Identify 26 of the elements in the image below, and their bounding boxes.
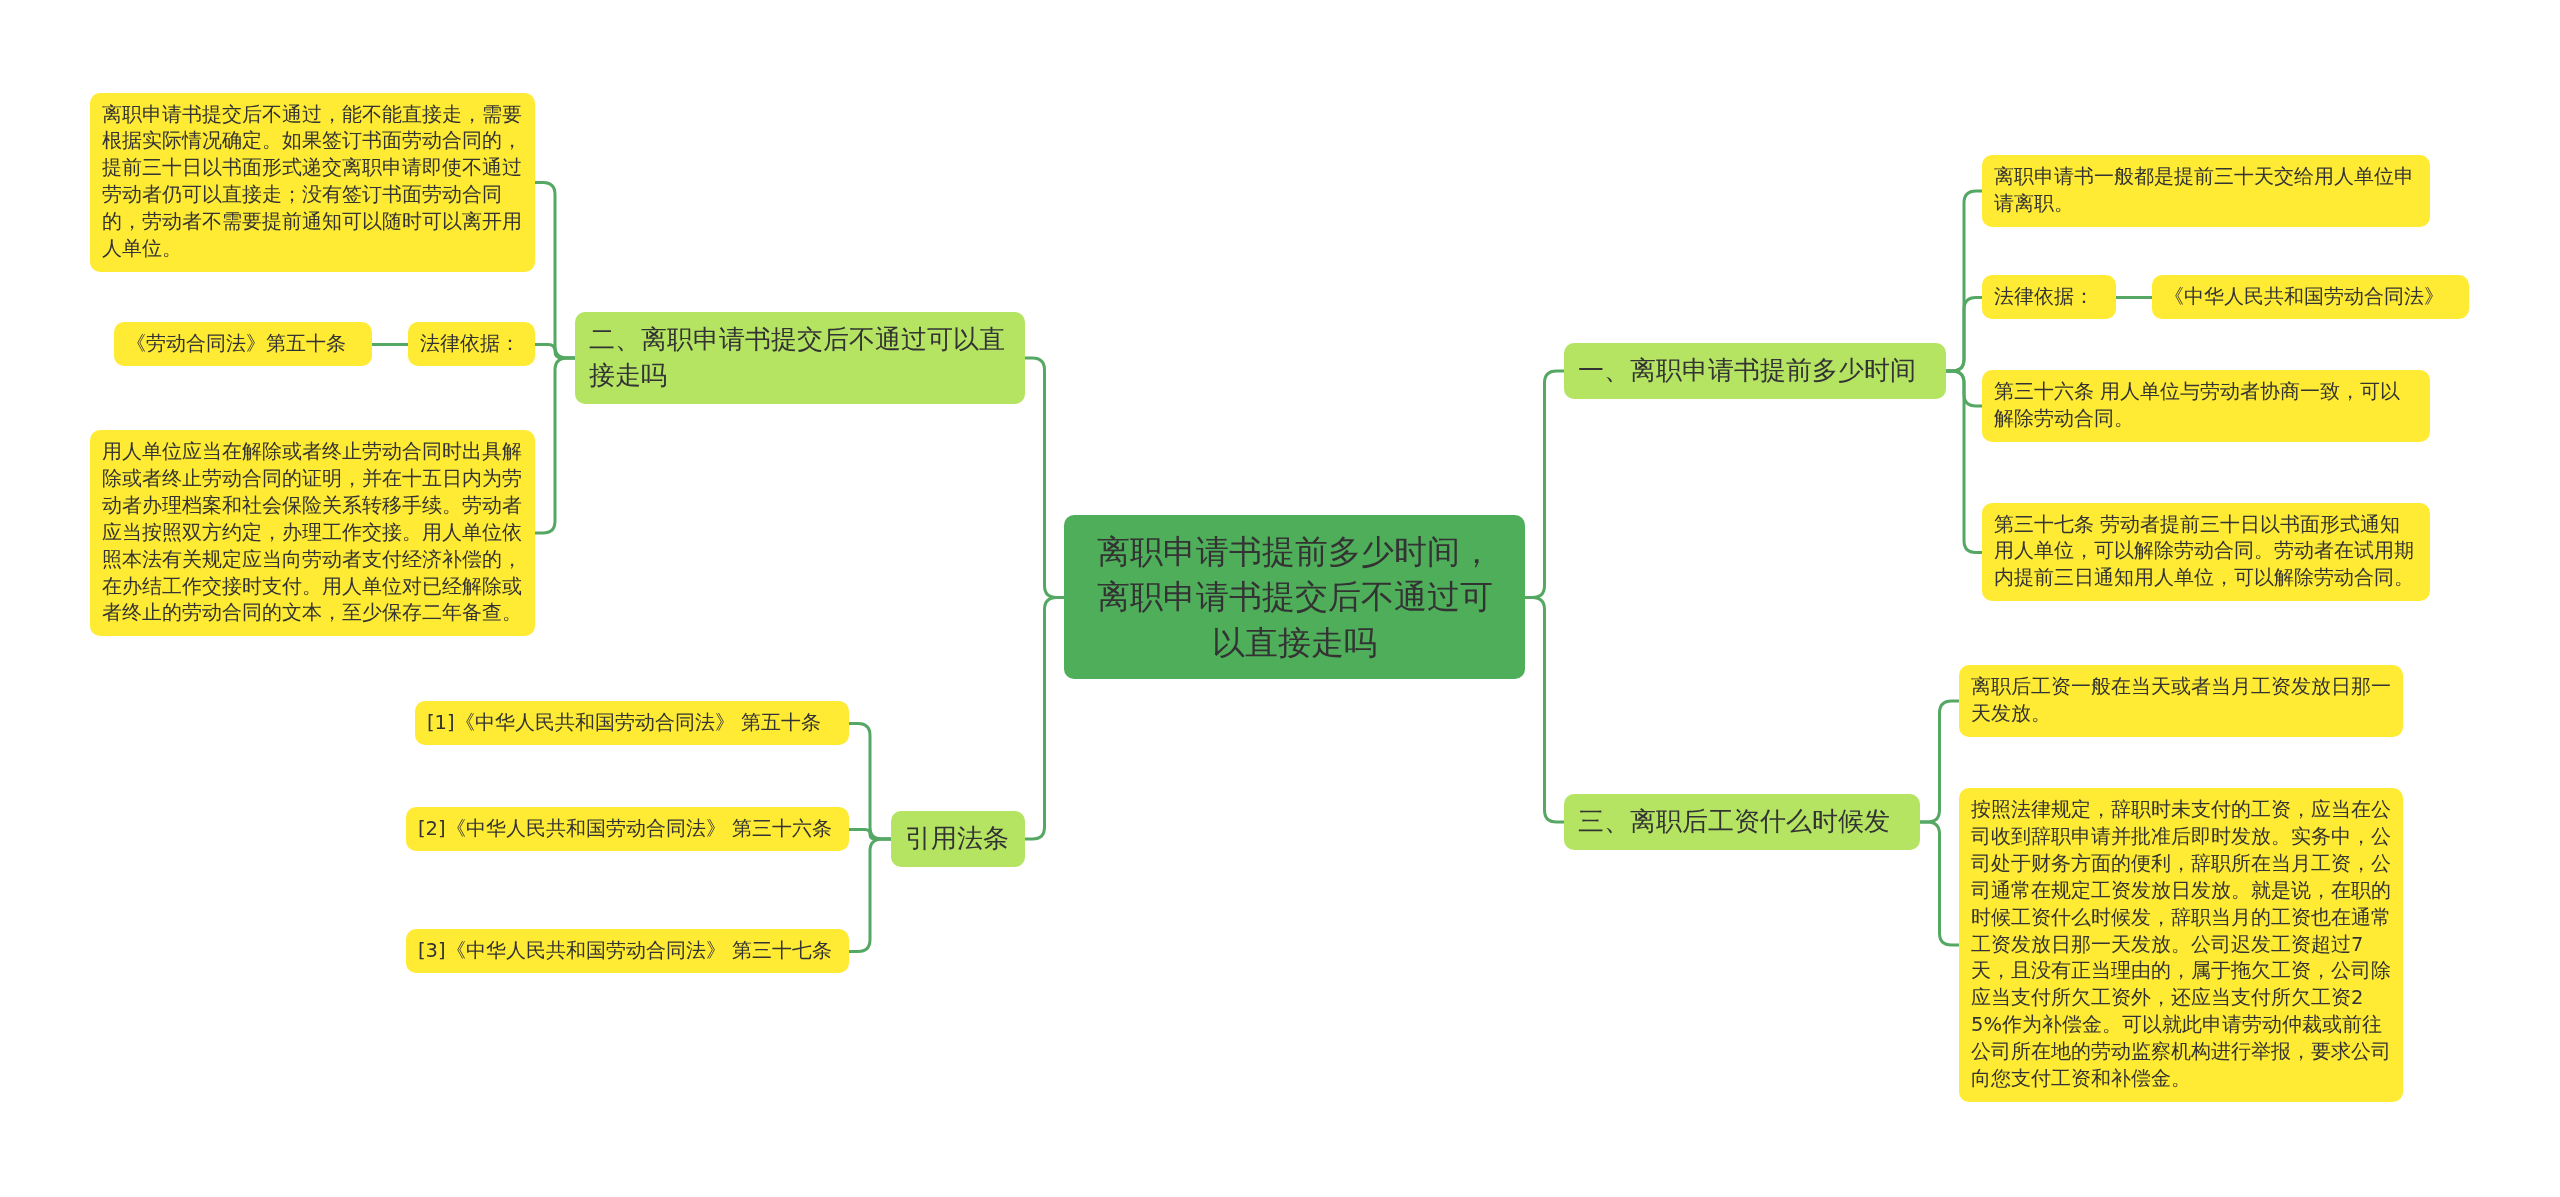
note-box: [1]《中华人民共和国劳动合同法》 第五十条 <box>415 700 849 746</box>
connector-line <box>535 356 575 535</box>
note-box: [3]《中华人民共和国劳动合同法》 第三十七条 <box>406 928 849 974</box>
branch-box: 引用法条 <box>891 811 1025 867</box>
note-box: 用人单位应当在解除或者终止劳动合同时出具解除或者终止劳动合同的证明，并在十五日内为劳动者办理档案和社会保险关系转移手续。劳动者应当按照双方约定，办理工作交接。用人单位依照本法有关规定应当向劳动者支付经济补偿的，在办结工作交接时支付。用人单位对已经解除或者终止的劳动合同的文本，至少保存二年备查。 <box>90 430 535 637</box>
connector-line <box>1025 596 1064 841</box>
note-box: 法律依据： <box>408 321 535 367</box>
branch-box: 三、离职后工资什么时候发 <box>1564 794 1920 850</box>
note-box: 第三十七条 劳动者提前三十日以书面形式通知用人单位，可以解除劳动合同。劳动者在试用期内提前三日通知用人单位，可以解除劳动合同。 <box>1982 502 2430 602</box>
note-box: [2]《中华人民共和国劳动合同法》 第三十六条 <box>406 806 849 852</box>
connector-line <box>372 343 408 346</box>
note-box: 离职后工资一般在当天或者当月工资发放日那一天发放。 <box>1959 665 2403 737</box>
connector-line <box>1920 820 1959 947</box>
note-box: 第三十六条 用人单位与劳动者协商一致，可以解除劳动合同。 <box>1982 370 2430 442</box>
note-box: 离职申请书提交后不通过，能不能直接走，需要根据实际情况确定。如果签订书面劳动合同的，提前三十日以书面形式递交离职申请即使不通过劳动者仍可以直接走；没有签订书面劳动合同的，劳动者不需要提前通知可以随时可以离开用人单位。 <box>90 92 535 272</box>
note-box: 法律依据： <box>1982 274 2116 320</box>
note-box: 《劳动合同法》第五十条 <box>114 321 372 367</box>
note-box: 按照法律规定，辞职时未支付的工资，应当在公司收到辞职申请并批准后即时发放。实务中，公司处于财务方面的便利，辞职所在当月工资，公司通常在规定工资发放日发放。就是说，在职的时候工资什么时候发，辞职当月的工资也在通常工资发放日那一天发放。公司迟发工资超过7天，且没有正当理由的，属于拖欠工资，公司除应当支付所欠工资外，还应当支付所欠工资25%作为补偿金。可以就此申请劳动仲裁或前往公司所在地的劳动监察机构进行举报，要求公司向您支付工资和补偿金。 <box>1959 788 2403 1102</box>
note-box: 离职申请书一般都是提前三十天交给用人单位申请离职。 <box>1982 155 2430 227</box>
connector-line <box>1525 596 1564 824</box>
note-box: 《中华人民共和国劳动合同法》 <box>2152 274 2469 320</box>
connector-line <box>2116 296 2152 299</box>
branch-box: 一、离职申请书提前多少时间 <box>1564 343 1946 399</box>
branch-box: 二、离职申请书提交后不通过可以直接走吗 <box>575 312 1025 404</box>
connector-line <box>849 837 891 953</box>
topic-box: 离职申请书提前多少时间，离职申请书提交后不通过可以直接走吗 <box>1064 514 1525 680</box>
